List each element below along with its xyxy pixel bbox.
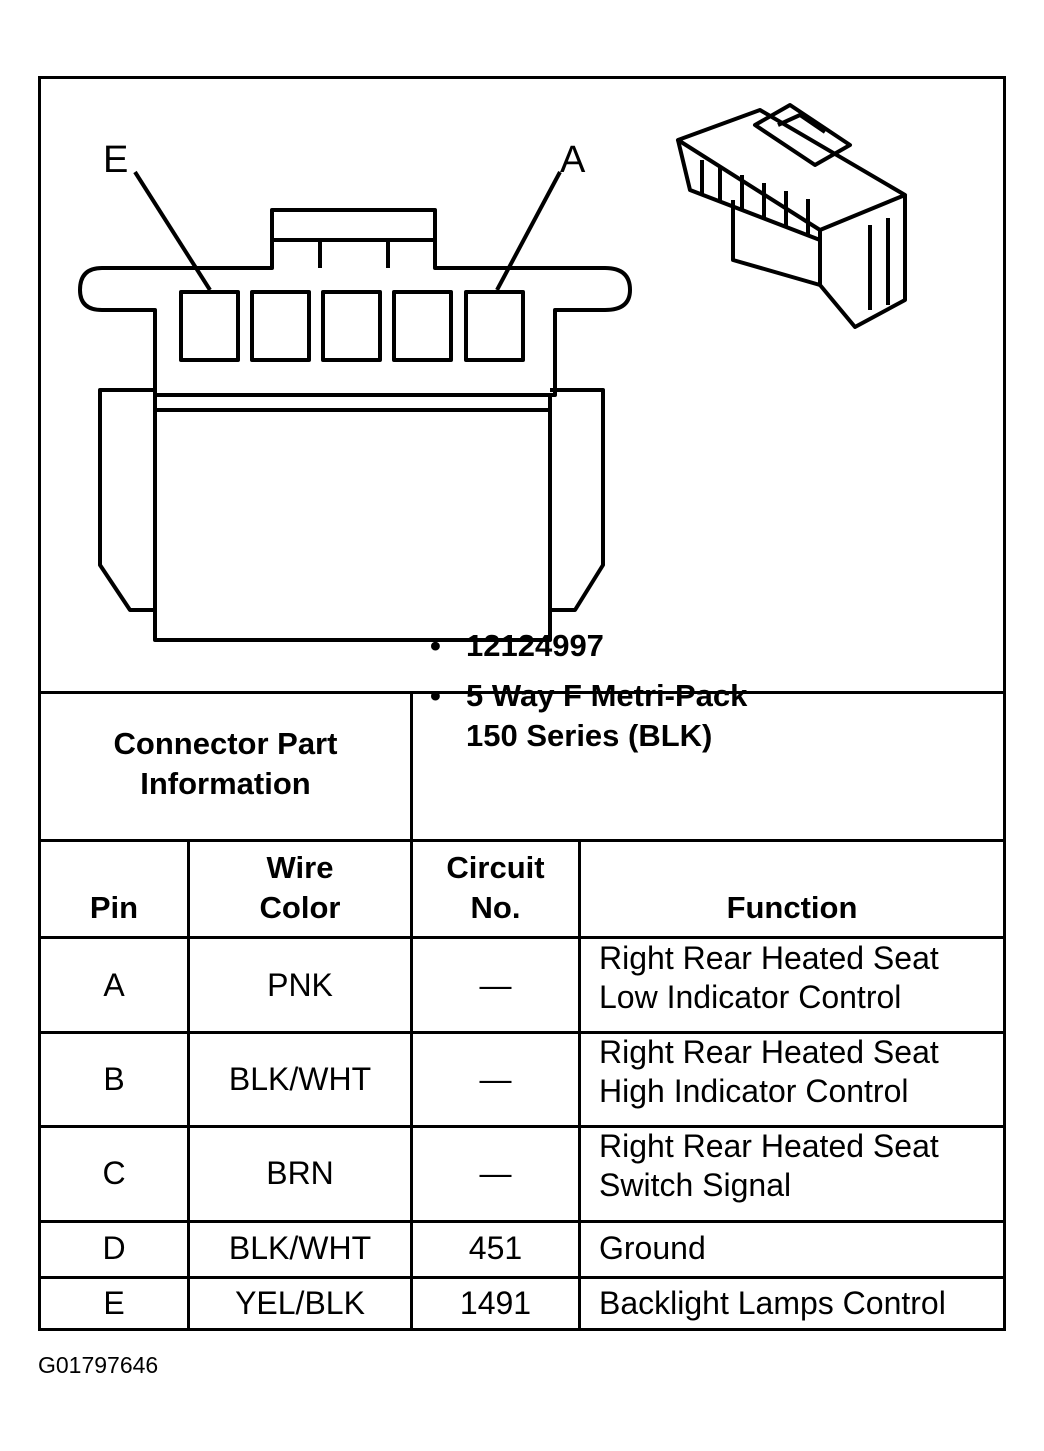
cavity-a: [464, 290, 525, 362]
header-wire-color: Wire Color: [259, 850, 341, 925]
table-row-b-circuit: —: [479, 1060, 512, 1097]
table-row-b-function: Right Rear Heated Seat High Indicator Co…: [599, 1034, 939, 1109]
cavity-d: [250, 290, 311, 362]
part-number: 12124997: [466, 628, 604, 663]
table-row-d-circuit: 451: [468, 1229, 523, 1266]
figure-id: G01797646: [38, 1352, 159, 1378]
rule: [41, 691, 1003, 694]
table-row-a-circuit: —: [479, 966, 512, 1003]
table-row-d-wire-color: BLK/WHT: [228, 1229, 372, 1266]
header-circuit-no: Circuit No.: [446, 850, 545, 925]
connector-side-right: [550, 388, 605, 612]
leader-line-e: [133, 170, 212, 292]
iso-view-cavities: [700, 160, 810, 234]
rule: [187, 839, 190, 1331]
table-row-e-wire-color: YEL/BLK: [235, 1284, 365, 1321]
connector-latch-tab: [272, 238, 435, 268]
connector-part-list: • 12124997 • 5 Way F Metri-Pack 150 Series …: [430, 626, 747, 756]
pin-label-e: E: [103, 139, 128, 181]
leader-line-a: [495, 171, 562, 291]
connector-part-info-label: Connector Part Information: [41, 691, 410, 837]
table-row-b-pin: B: [103, 1060, 125, 1097]
iso-view-lower: [731, 200, 890, 310]
part-number-item: • 12124997: [430, 626, 747, 666]
connector-side-left: [98, 388, 155, 612]
iso-view-right: [818, 195, 907, 329]
table-row-c-wire-color: BRN: [266, 1155, 334, 1191]
label-line: Connector Part: [113, 726, 338, 761]
rule: [410, 691, 413, 839]
bullet-icon: •: [430, 628, 441, 663]
rule: [578, 839, 581, 1331]
connector-body: [153, 395, 552, 642]
rule: [41, 1125, 1003, 1128]
table-row-e-function: Backlight Lamps Control: [599, 1284, 946, 1321]
pin-label-a: A: [560, 139, 586, 181]
rule: [41, 1276, 1003, 1279]
cavity-b: [392, 290, 453, 362]
table-row-a-wire-color: PNK: [267, 966, 333, 1003]
table-row-c-circuit: —: [479, 1155, 512, 1191]
iso-view-latch: [753, 103, 852, 167]
part-description-line: 5 Way F Metri-Pack: [466, 678, 748, 713]
part-description-line: 150 Series (BLK): [466, 718, 713, 753]
table-row-c-function: Right Rear Heated Seat Switch Signal: [599, 1128, 939, 1203]
header-pin: Pin: [89, 890, 139, 925]
header-function: Function: [726, 890, 858, 925]
connector-face-outline: [78, 208, 632, 397]
rule: [41, 1031, 1003, 1034]
table-row-e-circuit: 1491: [459, 1284, 532, 1321]
part-description-item: • 5 Way F Metri-Pack 150 Series (BLK): [430, 676, 747, 756]
table-row-e-pin: E: [103, 1284, 125, 1321]
cavity-e: [179, 290, 240, 362]
connector-diagram: E A: [78, 103, 907, 642]
rule: [41, 839, 1003, 842]
table-row-a-function: Right Rear Heated Seat Low Indicator Con…: [599, 940, 939, 1015]
table-row-d-function: Ground: [599, 1229, 706, 1266]
rule: [410, 839, 413, 1331]
table-row-c-pin: C: [102, 1155, 126, 1191]
rule: [41, 936, 1003, 939]
table-row-b-wire-color: BLK/WHT: [228, 1060, 372, 1097]
cavity-c: [321, 290, 382, 362]
rule: [41, 1220, 1003, 1223]
label-line: Information: [140, 766, 311, 801]
table-row-a-pin: A: [103, 966, 125, 1003]
table-row-d-pin: D: [102, 1229, 126, 1266]
bullet-icon: •: [430, 678, 441, 713]
figure-frame: [38, 76, 1006, 1331]
